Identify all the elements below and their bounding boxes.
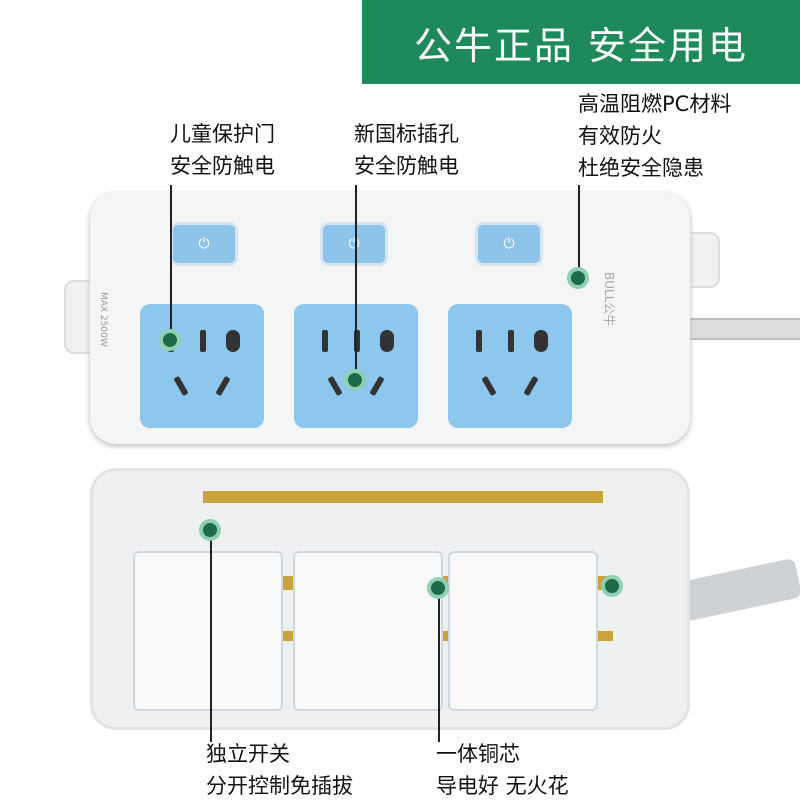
callout-line: 安全防触电: [354, 154, 459, 178]
socket-module-3: [448, 551, 598, 711]
brand-logo: BULL公牛: [602, 272, 616, 327]
marker-dot: [427, 577, 449, 599]
copper-bar-top: [203, 491, 603, 503]
marker-dot: [344, 369, 366, 391]
callout-line: [438, 590, 440, 742]
callout-line: 儿童保护门: [170, 122, 275, 146]
marker-dot: [199, 519, 221, 541]
callout-new-standard: 新国标插孔 安全防触电: [354, 118, 459, 182]
power-strip: MAX 2500W BULL公牛 ⏻ ⏻ ⏻: [90, 192, 690, 444]
strip-interior: [90, 468, 690, 730]
power-icon: ⏻: [348, 236, 360, 252]
callout-line: 杜绝安全隐患: [578, 156, 704, 180]
banner: 公牛正品 安全用电: [362, 0, 800, 84]
callout-line: 独立开关: [206, 742, 290, 766]
power-icon: ⏻: [503, 236, 515, 252]
power-icon: ⏻: [198, 236, 210, 252]
marker-dot: [159, 329, 181, 351]
rating-label: MAX 2500W: [98, 292, 108, 347]
callout-line: 安全防触电: [170, 154, 275, 178]
callout-line: 有效防火: [578, 124, 662, 148]
power-cord: [690, 318, 800, 340]
callout-child-door: 儿童保护门 安全防触电: [170, 118, 275, 182]
callout-line: 新国标插孔: [354, 122, 459, 146]
callout-line: [170, 185, 172, 340]
switch-3[interactable]: ⏻: [475, 222, 543, 266]
callout-material: 高温阻燃PC材料 有效防火 杜绝安全隐患: [578, 88, 731, 184]
socket-1: [140, 304, 264, 428]
callout-copper: 一体铜芯 导电好 无火花: [436, 738, 569, 802]
callout-line: [578, 185, 580, 280]
callout-line: 高温阻燃PC材料: [578, 92, 732, 116]
callout-line: 导电好 无火花: [436, 774, 569, 798]
socket-module-2: [293, 551, 443, 711]
socket-module-1: [133, 551, 283, 711]
callout-line: 分开控制免插拔: [206, 774, 353, 798]
marker-dot: [567, 267, 589, 289]
callout-line: [210, 530, 212, 742]
switch-1[interactable]: ⏻: [170, 222, 238, 266]
socket-3: [448, 304, 572, 428]
callout-switch: 独立开关 分开控制免插拔: [206, 738, 353, 802]
callout-line: [355, 185, 357, 380]
switch-2[interactable]: ⏻: [320, 222, 388, 266]
marker-dot: [601, 575, 623, 597]
callout-line: 一体铜芯: [436, 742, 520, 766]
